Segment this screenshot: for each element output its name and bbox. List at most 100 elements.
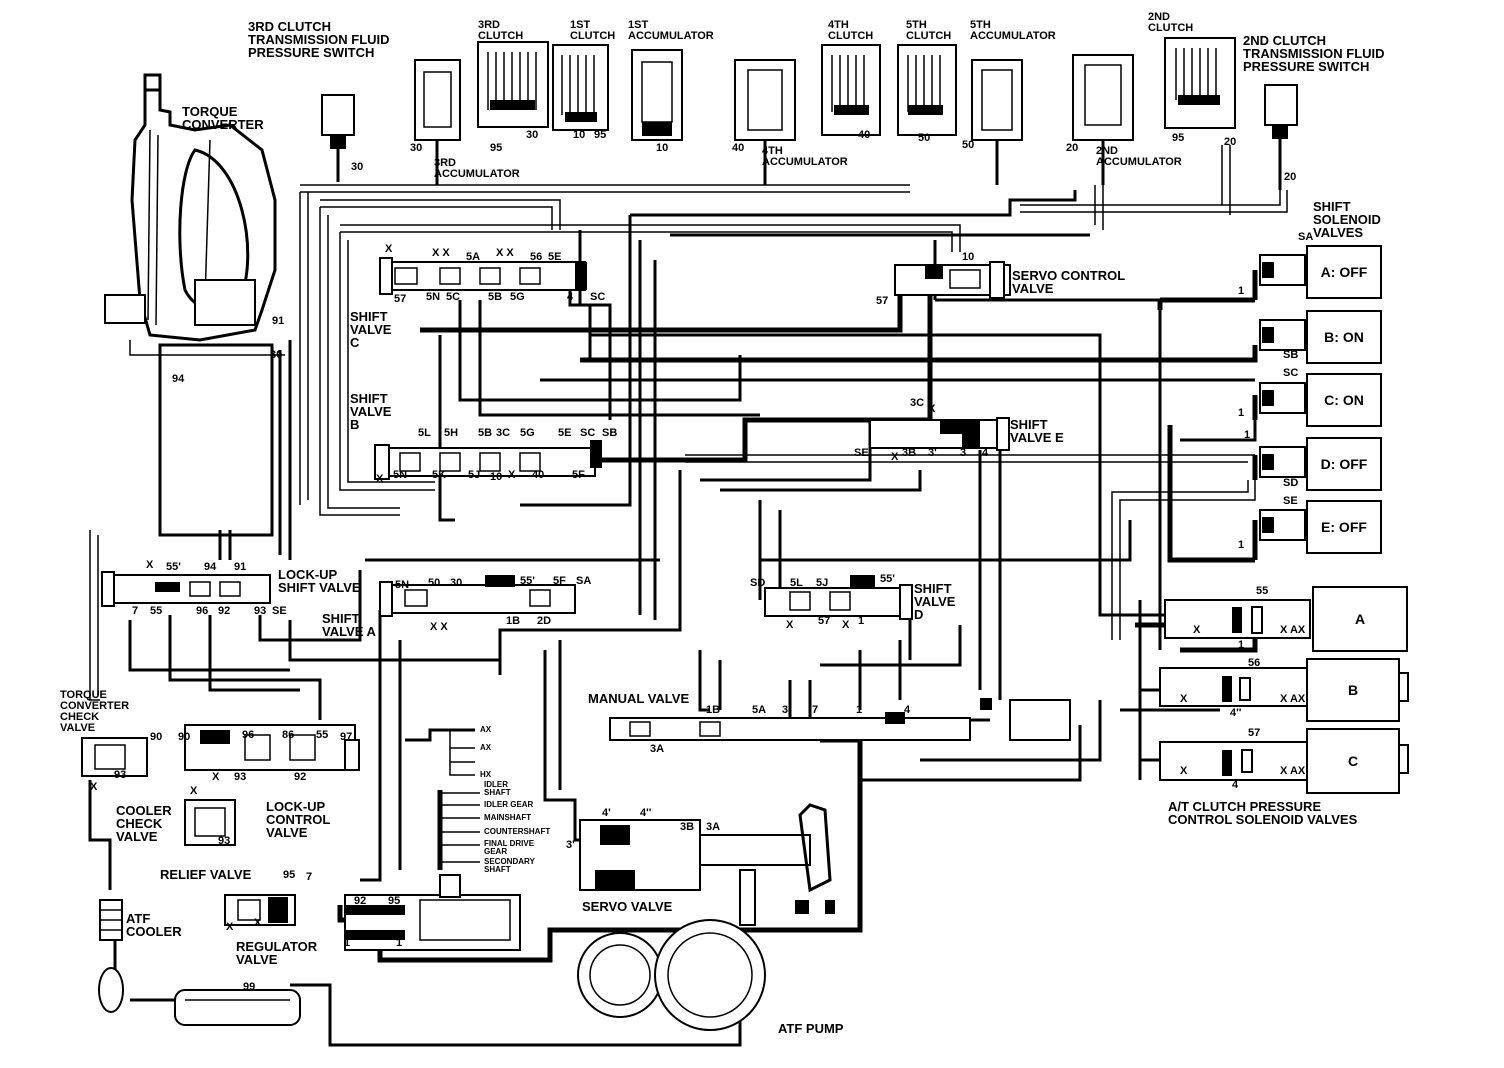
clutch-solenoid-c: C xyxy=(1306,728,1400,794)
label-4th-accumulator: 4TH ACCUMULATOR xyxy=(762,145,848,168)
shaft-label: FINAL DRIVE GEAR xyxy=(484,839,535,856)
port-label: SA xyxy=(576,575,592,587)
port-label: 1 xyxy=(344,937,351,949)
port-label: 92 xyxy=(218,605,231,617)
servo-control-valve xyxy=(894,261,1011,299)
fluid-lines xyxy=(88,145,1288,1047)
shift-valve-d xyxy=(764,575,913,620)
port-label: 7 xyxy=(812,704,819,716)
port-label: 92 xyxy=(294,771,307,783)
port-label: SC xyxy=(580,427,596,439)
port-label: 7 xyxy=(132,605,139,617)
port-label: X X xyxy=(432,247,450,259)
port-label: 3A xyxy=(650,743,665,755)
port-label: 95 xyxy=(490,142,503,154)
port-label: 96 xyxy=(242,729,255,741)
port-label: 5K xyxy=(432,469,447,481)
shift-valve-e xyxy=(869,417,1010,451)
port-label: 97 xyxy=(340,731,353,743)
shift-valve-c xyxy=(379,257,587,295)
port-label: 3B xyxy=(902,447,917,459)
clutch-3rd xyxy=(477,41,549,128)
port-label: 30 xyxy=(410,142,423,154)
port-label: 4 xyxy=(1232,779,1239,791)
port-label: 96 xyxy=(196,605,209,617)
label-shift-valve-c: SHIFT VALVE C xyxy=(350,309,392,350)
port-label: 57 xyxy=(876,295,889,307)
port-label: X AX xyxy=(1280,693,1306,705)
port-label: 30 xyxy=(351,161,364,173)
port-label: 5J xyxy=(816,577,829,589)
port-label: 40 xyxy=(858,129,871,141)
port-label: 5B xyxy=(488,291,503,303)
port-label: 10 xyxy=(656,142,669,154)
port-label: 5G xyxy=(510,291,525,303)
port-label: 5N xyxy=(426,291,441,303)
shift-solenoid-c: C: ON xyxy=(1306,373,1382,427)
label-atf-pump: ATF PUMP xyxy=(778,1021,844,1036)
port-label: SE xyxy=(854,447,869,459)
port-label: X xyxy=(385,243,393,255)
port-label: X xyxy=(508,469,516,481)
port-label: 92 xyxy=(354,895,367,907)
port-label: 50 xyxy=(918,132,931,144)
port-label: 3' xyxy=(928,447,937,459)
label-shift-valve-a: SHIFT VALVE A xyxy=(322,611,376,639)
port-label: 3C xyxy=(910,397,925,409)
port-label: 10 xyxy=(962,251,975,263)
label-at-clutch-pressure-control-solenoids: A/T CLUTCH PRESSURE CONTROL SOLENOID VAL… xyxy=(1168,799,1358,827)
torque-converter-check-valve xyxy=(81,737,148,777)
port-label: 1 xyxy=(1238,539,1245,551)
label-shift-valve-b: SHIFT VALVE B xyxy=(350,391,392,432)
shift-valve-a xyxy=(379,575,576,617)
port-label: X xyxy=(146,559,154,571)
atf-pump xyxy=(577,919,766,1031)
port-label: 93 xyxy=(218,835,231,847)
cooler-check-valve xyxy=(184,799,236,846)
port-label: 86 xyxy=(282,729,295,741)
port-label: 55' xyxy=(166,561,181,573)
port-label: 10 xyxy=(573,129,586,141)
shift-valve-b xyxy=(374,440,602,480)
label-lock-up-shift-valve: LOCK-UP SHIFT VALVE xyxy=(278,567,361,595)
port-label: 40 xyxy=(732,142,745,154)
port-label: 50 xyxy=(962,139,975,151)
port-label: 55 xyxy=(150,605,163,617)
port-label: 57 xyxy=(394,293,407,305)
port-label: 3C xyxy=(496,427,511,439)
port-label: 4 xyxy=(904,704,911,716)
clutch-solenoid-tag-55: 55 xyxy=(1256,585,1269,597)
shift-solenoid-b: B: ON xyxy=(1306,310,1382,364)
port-label: 91 xyxy=(234,561,247,573)
port-label: 20 xyxy=(1284,171,1297,183)
port-label: 56 xyxy=(530,251,543,263)
port-label: 1 xyxy=(858,615,865,627)
port-label: 1 xyxy=(1244,429,1251,441)
port-label: 5N xyxy=(395,579,410,591)
port-label: 1 xyxy=(1238,285,1245,297)
shift-solenoid-bodies xyxy=(1252,254,1306,541)
clutch-solenoid-b: B xyxy=(1306,658,1400,722)
shift-solenoid-e: E: OFF xyxy=(1306,500,1382,554)
port-label: 90 xyxy=(178,731,191,743)
shift-solenoid-a: A: OFF xyxy=(1306,245,1382,299)
port-label: X xyxy=(190,785,198,797)
shaft-label: HX xyxy=(480,770,492,779)
port-label: 93 xyxy=(114,769,127,781)
port-label: 5A xyxy=(752,704,767,716)
port-label: 5L xyxy=(790,577,803,589)
port-label: 3 xyxy=(782,704,789,716)
port-label: 99 xyxy=(243,981,256,993)
label-2nd-clutch-pressure-switch: 2ND CLUTCH TRANSMISSION FLUID PRESSURE S… xyxy=(1243,33,1385,74)
shaft-label: IDLER SHAFT xyxy=(484,780,511,797)
port-label: 4 xyxy=(982,447,989,459)
port-label: 20 xyxy=(1224,136,1237,148)
solenoid-tag-se: SE xyxy=(1283,495,1298,507)
clutch-solenoid-tag-57: 57 xyxy=(1248,727,1261,739)
port-label: 30 xyxy=(450,577,463,589)
port-label: 1B xyxy=(706,704,721,716)
port-label: X AX xyxy=(1280,765,1306,777)
clutch-2nd xyxy=(1164,37,1236,129)
shaft-label: COUNTERSHAFT xyxy=(484,827,551,836)
port-label: X xyxy=(1180,693,1188,705)
